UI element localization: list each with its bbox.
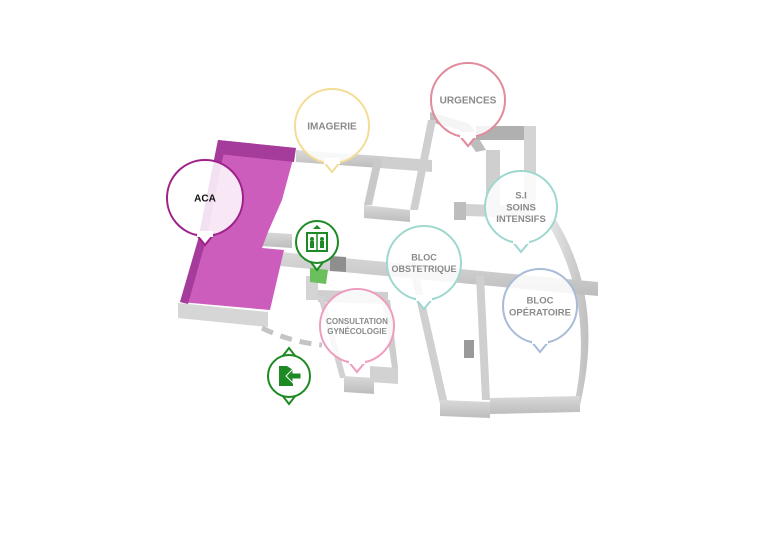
entrance-marker[interactable]: [267, 346, 311, 406]
pin-label-line: OBSTETRIQUE: [391, 264, 456, 274]
pin-joint: [324, 158, 340, 164]
pin-joint: [416, 295, 432, 301]
elevator-floor-marker: [310, 268, 328, 284]
pin-joint: [349, 358, 365, 364]
pin-label-line: S.I: [515, 190, 527, 201]
elevator-icon: [306, 225, 328, 252]
pin-label-line: IMAGERIE: [307, 122, 357, 133]
pin-label-line: ACA: [194, 194, 216, 205]
elevator-marker[interactable]: [295, 220, 339, 272]
pin-joint: [532, 338, 548, 344]
entrance-icon: [279, 366, 302, 386]
aca-zone-floor: [180, 140, 296, 310]
location-pin-urgences[interactable]: URGENCES: [430, 62, 506, 148]
pin-label-line: GYNÉCOLOGIE: [327, 327, 387, 336]
pin-joint: [460, 132, 476, 138]
pin-label-line: BLOC: [527, 295, 554, 306]
pin-label-line: INTENSIFS: [496, 214, 546, 225]
pin-joint: [197, 231, 213, 237]
pin-joint: [513, 238, 529, 244]
aca-zone-wall-top: [218, 140, 296, 162]
pin-label-line: OPÉRATOIRE: [509, 307, 571, 318]
pin-label-line: SOINS: [506, 202, 536, 213]
pin-label-line: BLOC: [411, 253, 437, 263]
location-pin-imagerie[interactable]: IMAGERIE: [294, 88, 370, 174]
pin-label-line: URGENCES: [440, 96, 497, 107]
pin-label-line: CONSULTATION: [326, 317, 388, 326]
location-pin-aca[interactable]: ACA: [166, 159, 244, 247]
